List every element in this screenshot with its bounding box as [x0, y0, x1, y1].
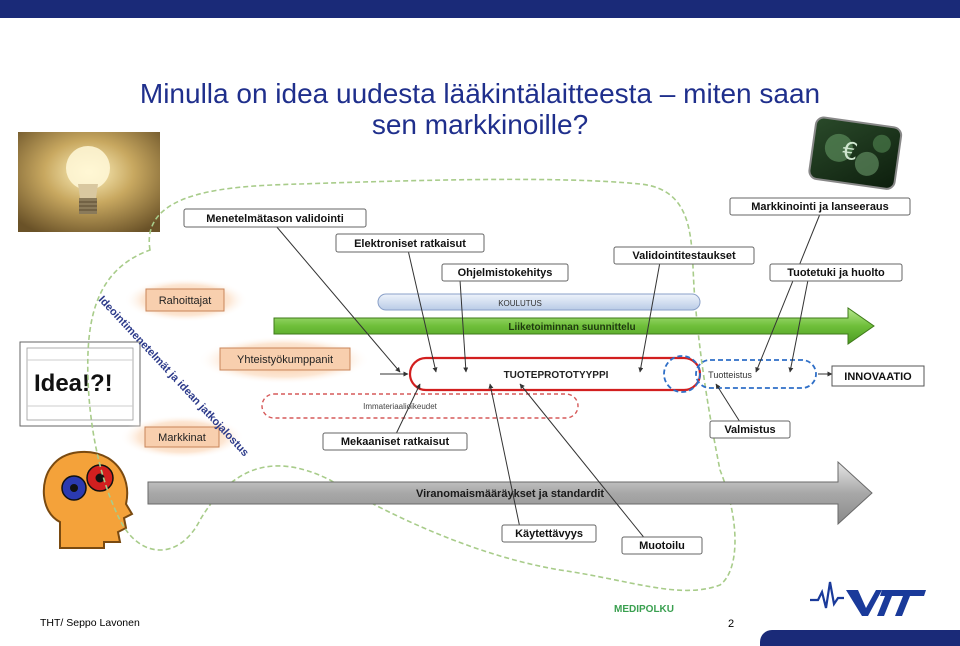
tuotteistus-pill: Tuotteistus — [663, 355, 817, 393]
footer-author: THT/ Seppo Lavonen — [40, 617, 140, 629]
process-boundary-loop — [86, 178, 736, 592]
svg-text:Tuotetuki ja huolto: Tuotetuki ja huolto — [787, 267, 885, 279]
leader-lines — [275, 213, 821, 541]
innovaatio-label: INNOVAATIO — [844, 371, 912, 383]
viranomais-label: Viranomaismääräykset ja standardit — [416, 488, 604, 500]
orange-box-rahoittajat: Rahoittajat — [124, 278, 248, 322]
label-tuotetuki: Tuotetuki ja huolto — [769, 263, 903, 282]
svg-text:Validointitestaukset: Validointitestaukset — [632, 250, 736, 262]
svg-text:€: € — [841, 136, 860, 166]
title-line-1: Minulla on idea uudesta lääkintälaittees… — [139, 78, 821, 109]
immateriaali-label: Immateriaalioikeudet — [363, 402, 438, 411]
label-valmistus: Valmistus — [709, 420, 791, 439]
medipolku-label: MEDIPOLKU — [614, 604, 674, 615]
top-bar — [0, 0, 960, 18]
orange-box-label: Yhteistyökumppanit — [237, 354, 333, 366]
koulutus-bar: KOULUTUS — [377, 293, 701, 311]
tuoteprototyyppi-label: TUOTEPROTOTYYPPI — [504, 370, 609, 381]
immateriaali-pill: Immateriaalioikeudet — [261, 393, 579, 419]
vtt-logo — [810, 581, 926, 616]
label-mekaaniset: Mekaaniset ratkaisut — [322, 432, 468, 451]
orange-box-label: Rahoittajat — [159, 295, 212, 307]
label-menetelmataso: Menetelmätason validointi — [183, 208, 367, 228]
orange-box-markkinat: Markkinat — [120, 415, 244, 459]
page-number: 2 — [728, 618, 735, 630]
svg-text:Valmistus: Valmistus — [724, 424, 775, 436]
viranomais-arrow: Viranomaismääräykset ja standardit — [147, 460, 873, 526]
idea-sign-text: Idea!?! — [34, 370, 113, 397]
slide-title: Minulla on idea uudesta lääkintälaittees… — [60, 78, 900, 140]
svg-text:Menetelmätason validointi: Menetelmätason validointi — [206, 213, 344, 225]
svg-text:Muotoilu: Muotoilu — [639, 540, 685, 552]
bottom-bar — [760, 630, 960, 646]
svg-text:Markkinointi ja lanseeraus: Markkinointi ja lanseeraus — [751, 201, 889, 213]
label-validointitestaukset: Validointitestaukset — [613, 246, 755, 265]
tuotteistus-label: Tuotteistus — [708, 370, 752, 380]
svg-text:Käytettävyys: Käytettävyys — [515, 528, 583, 540]
orange-box-yhteistyo: Yhteistyökumppanit — [198, 336, 370, 384]
label-elektroniset: Elektroniset ratkaisut — [335, 233, 485, 253]
koulutus-label: KOULUTUS — [498, 299, 542, 308]
innovaatio-box: INNOVAATIO — [831, 365, 925, 387]
light-bulb-image — [18, 132, 160, 232]
svg-text:Elektroniset ratkaisut: Elektroniset ratkaisut — [354, 238, 466, 250]
head-gears-icon — [42, 450, 134, 549]
idea-sign-image: Idea!?! — [19, 341, 141, 427]
liiketoiminta-label: Liiketoiminnan suunnittelu — [508, 322, 635, 333]
liiketoiminta-arrow: Liiketoiminnan suunnittelu — [273, 307, 875, 345]
label-kaytettavyys: Käytettävyys — [501, 524, 597, 543]
label-ohjelmisto: Ohjelmistokehitys — [441, 263, 569, 282]
label-muotoilu: Muotoilu — [621, 536, 703, 555]
title-line-2: sen markkinoille? — [371, 109, 589, 140]
label-markkinointi: Markkinointi ja lanseeraus — [729, 197, 911, 216]
euro-coin-image: € — [808, 116, 903, 190]
svg-text:Mekaaniset ratkaisut: Mekaaniset ratkaisut — [341, 436, 450, 448]
tuoteprototyyppi-pill: TUOTEPROTOTYYPPI — [408, 356, 702, 392]
svg-text:Ohjelmistokehitys: Ohjelmistokehitys — [458, 267, 553, 279]
orange-box-label: Markkinat — [158, 432, 206, 444]
